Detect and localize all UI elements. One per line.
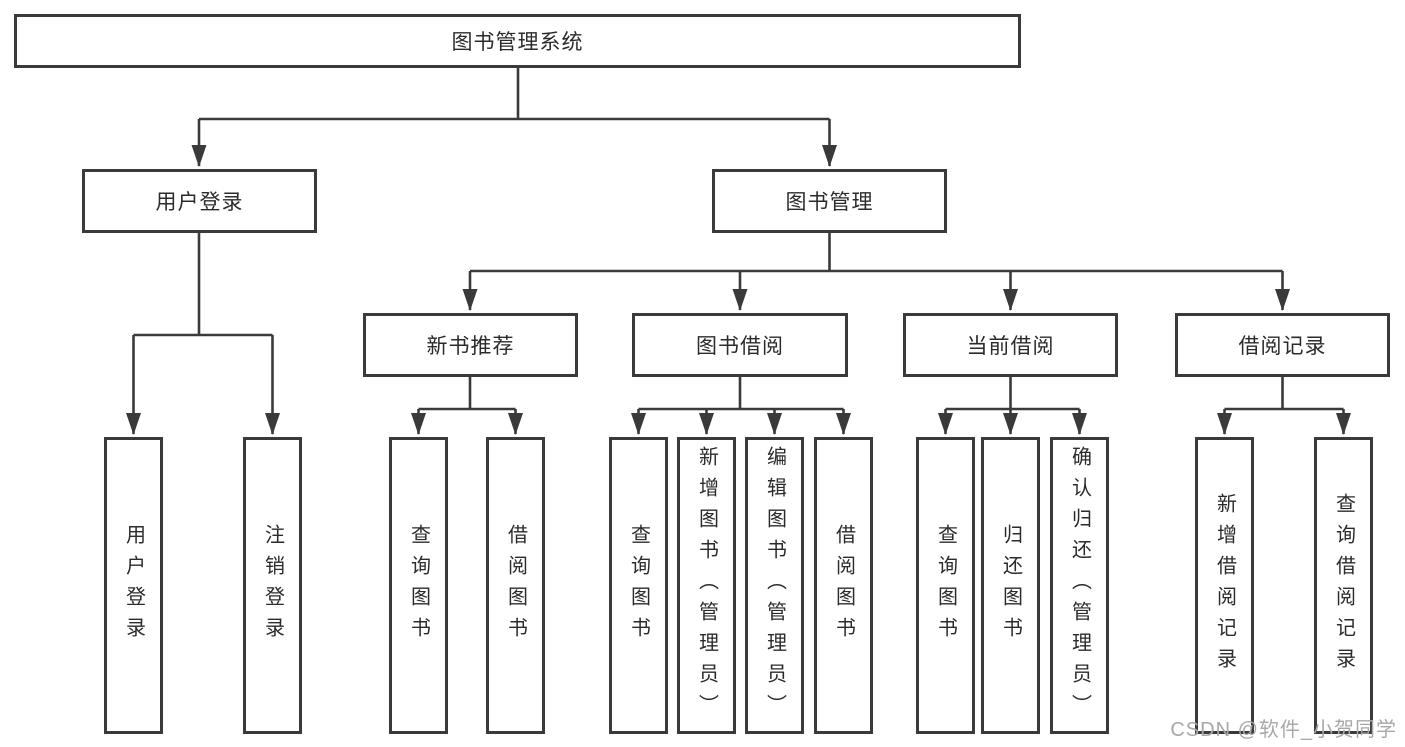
leaf-user-login: 用户登录 [104, 437, 163, 734]
node-label: 新书推荐 [426, 335, 515, 358]
node-book-management: 图书管理 [712, 169, 947, 233]
node-label: 图书管理系统 [451, 31, 584, 54]
node-label: 当前借阅 [966, 335, 1055, 358]
leaf-label: 新增图书（管理员） [695, 446, 718, 725]
leaf-borrow-books: 借阅图书 [486, 437, 545, 734]
node-label: 图书借阅 [696, 335, 784, 358]
leaf-label: 查询图书 [407, 523, 430, 648]
node-new-book-recommendation: 新书推荐 [363, 313, 578, 377]
node-borrowing-records: 借阅记录 [1175, 313, 1390, 377]
leaf-label: 借阅图书 [832, 523, 855, 648]
leaf-borrow-books: 借阅图书 [814, 437, 873, 734]
leaf-confirm-return-admin: 确认归还（管理员） [1050, 437, 1109, 734]
node-user-login: 用户登录 [82, 169, 317, 233]
node-label: 用户登录 [155, 191, 244, 214]
leaf-label: 借阅图书 [504, 523, 527, 648]
leaf-add-books-admin: 新增图书（管理员） [677, 437, 736, 734]
leaf-query-borrow-record: 查询借阅记录 [1314, 437, 1373, 734]
leaf-query-books: 查询图书 [389, 437, 448, 734]
leaf-label: 查询图书 [934, 523, 957, 648]
node-label: 图书管理 [785, 191, 874, 214]
leaf-label: 用户登录 [122, 523, 145, 648]
leaf-label: 编辑图书（管理员） [763, 446, 786, 725]
leaf-label: 归还图书 [999, 523, 1022, 648]
leaf-label: 查询借阅记录 [1332, 492, 1355, 679]
leaf-label: 新增借阅记录 [1213, 492, 1236, 679]
leaf-label: 查询图书 [627, 523, 650, 648]
leaf-add-borrow-record: 新增借阅记录 [1195, 437, 1254, 734]
leaf-query-books: 查询图书 [916, 437, 975, 734]
node-label: 借阅记录 [1238, 335, 1327, 358]
node-library-management-system: 图书管理系统 [14, 14, 1021, 68]
node-book-borrowing: 图书借阅 [632, 313, 848, 377]
leaf-query-books: 查询图书 [609, 437, 668, 734]
node-current-borrowing: 当前借阅 [903, 313, 1118, 377]
leaf-label: 确认归还（管理员） [1068, 446, 1091, 725]
leaf-edit-books-admin: 编辑图书（管理员） [745, 437, 804, 734]
leaf-label: 注销登录 [261, 523, 284, 648]
csdn-watermark: CSDN @软件_小贺同学 [1170, 719, 1397, 741]
leaf-return-books: 归还图书 [981, 437, 1040, 734]
leaf-logout: 注销登录 [243, 437, 302, 734]
